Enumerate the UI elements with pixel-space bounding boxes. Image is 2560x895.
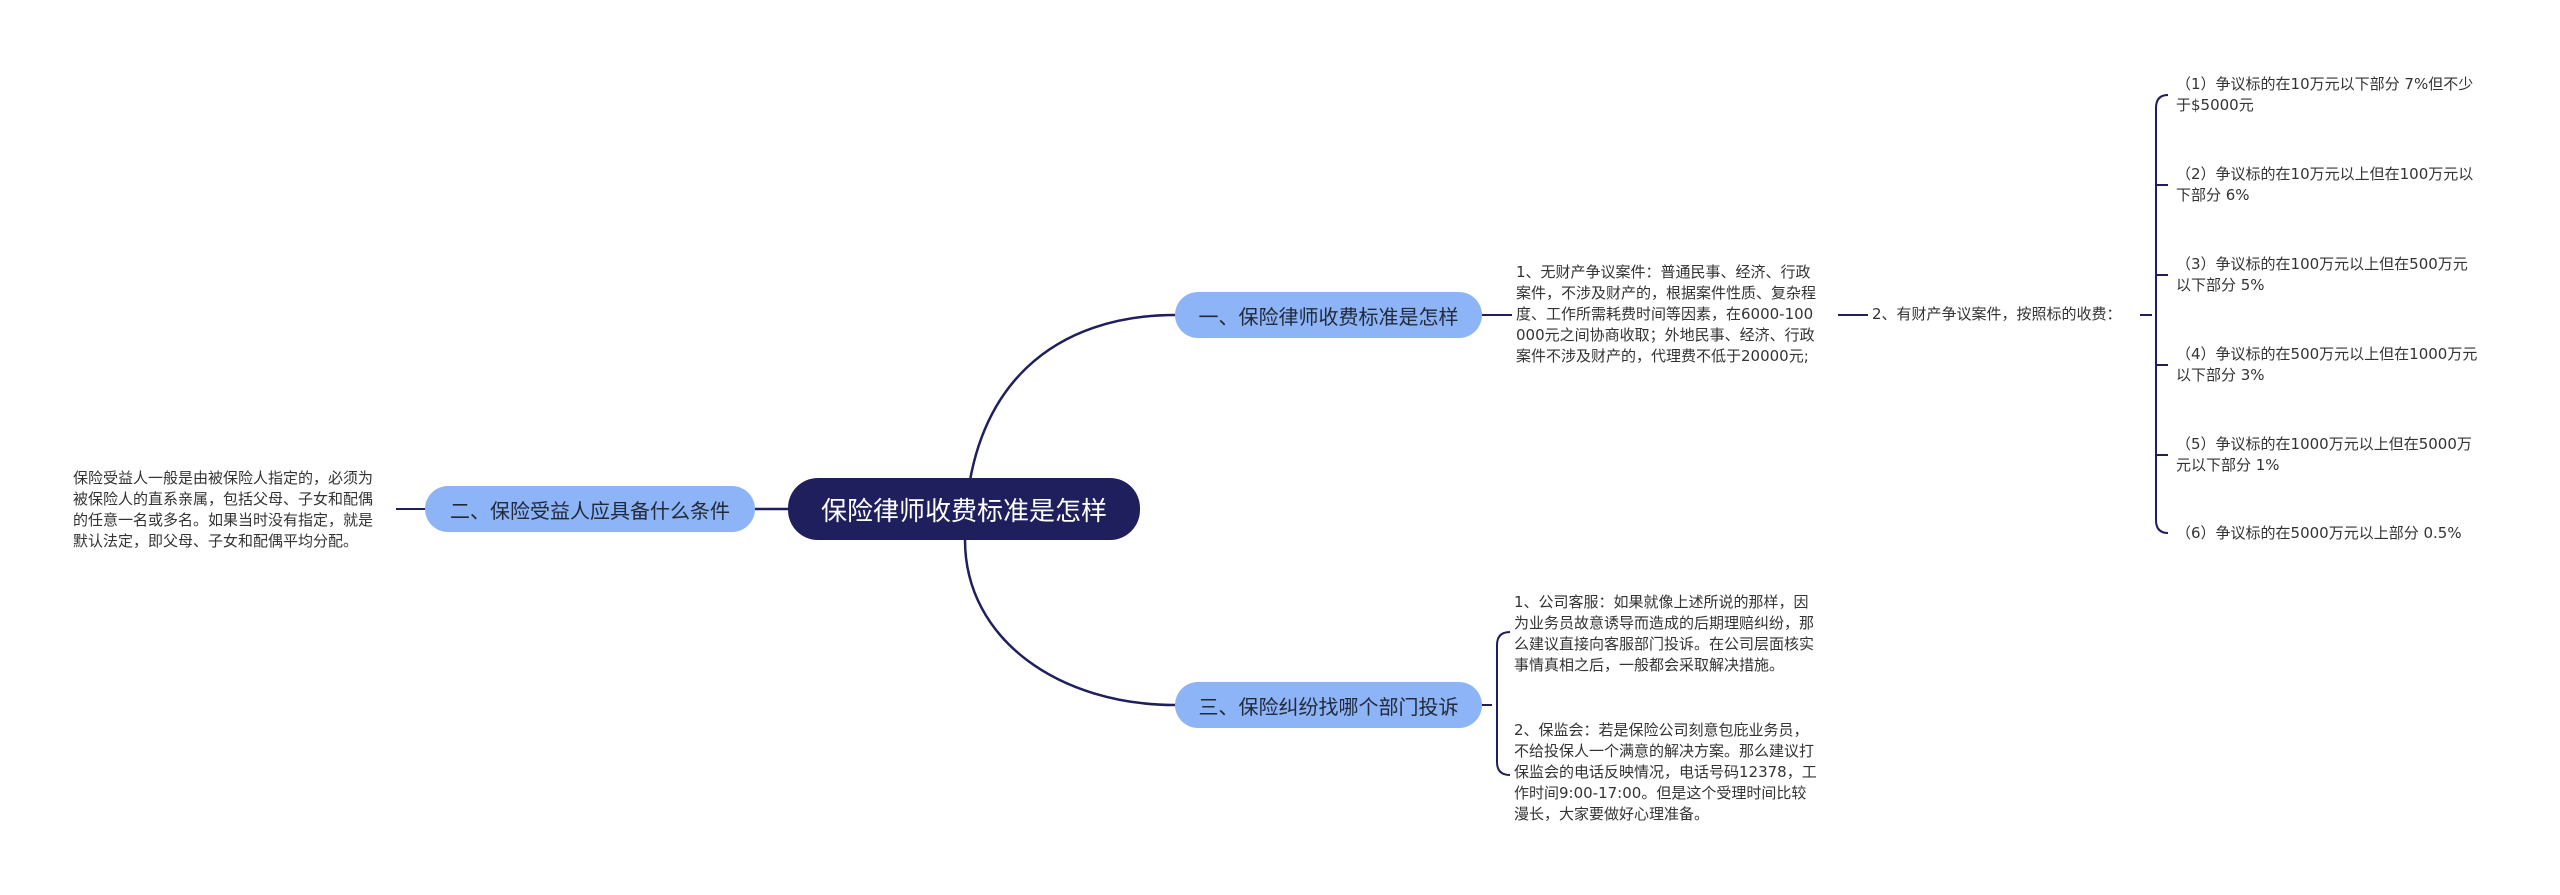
- complaint-regulator: 2、保监会：若是保险公司刻意包庇业务员， 不给投保人一个满意的解决方案。那么建议…: [1514, 721, 1817, 823]
- bracket-complaint-items: [1482, 631, 1511, 776]
- fee-item-1: （1）争议标的在10万元以下部分 7%但不少 于$5000元: [2176, 75, 2474, 114]
- property-case-label: 2、有财产争议案件，按照标的收费：: [1872, 305, 2122, 323]
- branch-beneficiary[interactable]: 二、保险受益人应具备什么条件: [425, 486, 755, 532]
- fee-item-4: （4）争议标的在500万元以上但在1000万元 以下部分 3%: [2176, 345, 2478, 384]
- link-root-branch3: [963, 539, 1176, 707]
- bracket-fee-items: [2140, 94, 2169, 534]
- branch-fee-standard[interactable]: 一、保险律师收费标准是怎样: [1175, 292, 1482, 338]
- fee-item-5: （5）争议标的在1000万元以上但在5000万 元以下部分 1%: [2176, 435, 2472, 474]
- fee-item-2: （2）争议标的在10万元以上但在100万元以 下部分 6%: [2176, 165, 2474, 204]
- root-topic[interactable]: 保险律师收费标准是怎样: [788, 478, 1140, 540]
- complaint-company-service: 1、公司客服：如果就像上述所说的那样，因 为业务员故意诱导而造成的后期理赔纠纷，…: [1514, 593, 1815, 674]
- non-property-case-text: 1、无财产争议案件：普通民事、经济、行政 案件，不涉及财产的，根据案件性质、复杂…: [1516, 263, 1817, 365]
- beneficiary-text: 保险受益人一般是由被保险人指定的，必须为 被保险人的直系亲属，包括父母、子女和配…: [73, 469, 374, 550]
- fee-item-3: （3）争议标的在100万元以上但在500万元 以下部分 5%: [2176, 255, 2468, 294]
- branch-complaint[interactable]: 三、保险纠纷找哪个部门投诉: [1175, 682, 1482, 728]
- fee-item-6: （6）争议标的在5000万元以上部分 0.5%: [2176, 524, 2462, 542]
